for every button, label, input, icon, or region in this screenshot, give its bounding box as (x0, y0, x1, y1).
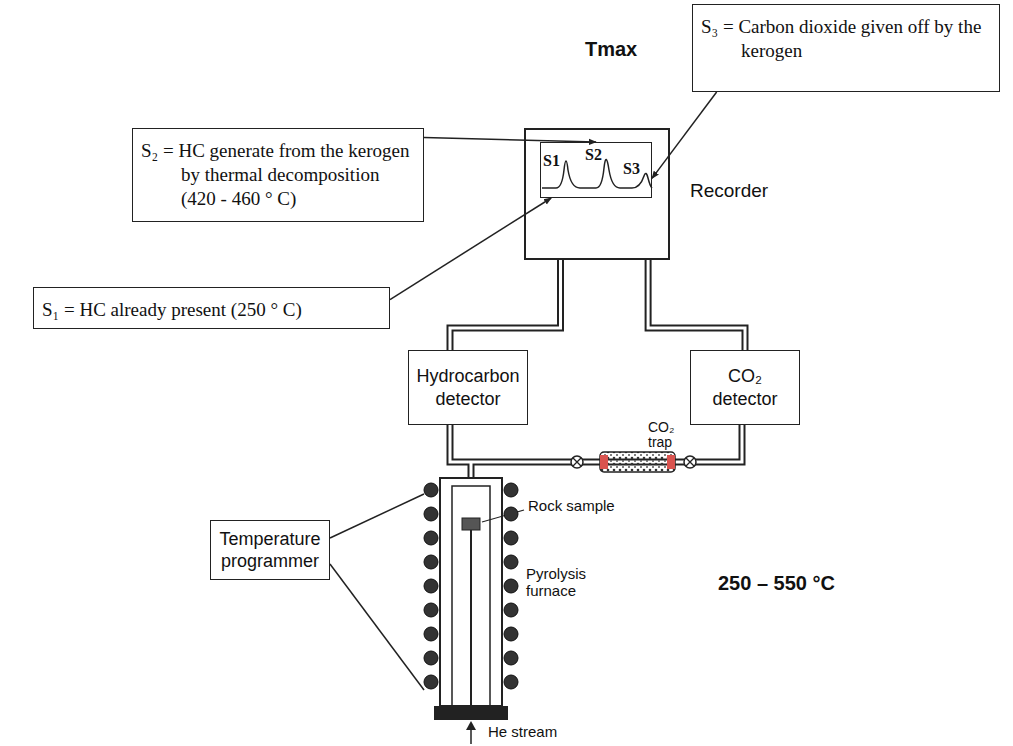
coil-winding (424, 627, 438, 641)
s1-callout-box: S₁ = HC already present (250 ° C) (33, 287, 390, 329)
node-text: S₂ = HC generate from the kerogen by the… (141, 139, 415, 210)
sample-rod (470, 530, 472, 706)
coil-winding (424, 579, 438, 593)
node-text: S₁ = HC already present (250 ° C) (42, 298, 381, 322)
sample-label: Rock sample (528, 498, 615, 515)
recorder-screen: S1 S2S3 (540, 142, 652, 198)
node-text: Recorder (690, 180, 768, 202)
valve (571, 456, 583, 468)
coil-winding (504, 627, 518, 641)
coil-winding (424, 555, 438, 569)
pipe-bore (450, 260, 561, 350)
signal-pipe (450, 260, 561, 350)
gas-pipe-bore (450, 425, 742, 480)
valve (684, 456, 696, 468)
node-text: S3 (623, 161, 640, 177)
node-text: S2 (585, 147, 602, 163)
node-text: CO₂ detector (695, 365, 795, 410)
coil-winding (504, 675, 518, 689)
furnace-body (440, 478, 502, 706)
node-text: S1 (543, 153, 560, 169)
coil-winding (424, 507, 438, 521)
node-text: S₃ = Carbon dioxide given off by the ker… (701, 15, 991, 63)
control-wire (330, 494, 424, 538)
leader-path (652, 92, 717, 178)
signal-pipe (648, 260, 745, 350)
furnace-base (434, 706, 508, 720)
pipe-outline (648, 260, 745, 350)
coil-winding (424, 675, 438, 689)
s3-callout-box: S₃ = Carbon dioxide given off by the ker… (692, 4, 1000, 92)
node-text: Temperature programmer (215, 528, 325, 573)
coil-winding (424, 531, 438, 545)
hc-detector-box: Hydrocarbon detector (408, 350, 528, 425)
trap-label: CO₂ trap (648, 420, 688, 451)
temperature-programmer-box: Temperature programmer (210, 520, 330, 580)
s2-callout-box: S₂ = HC generate from the kerogen by the… (132, 128, 424, 222)
temperature-range-label: 250 – 550 °C (718, 572, 835, 594)
furnace-inner-tube (452, 486, 490, 706)
coil-winding (424, 483, 438, 497)
coil-winding (504, 483, 518, 497)
coil-winding (424, 651, 438, 665)
pipe-bore (648, 260, 745, 350)
co2-detector-box: CO₂ detector (690, 350, 800, 425)
trap-end (600, 455, 608, 469)
coil-winding (504, 507, 518, 521)
gas-label: He stream (488, 724, 557, 741)
coil-winding (504, 579, 518, 593)
recorder-box: S1S2S3Recorder (524, 128, 670, 260)
rock-sample (462, 518, 480, 530)
coil-winding (504, 651, 518, 665)
pipe-outline (450, 260, 561, 350)
heating-coils (424, 483, 518, 689)
control-wire (330, 564, 424, 690)
coil-winding (504, 603, 518, 617)
tmax-label: Tmax (585, 38, 637, 60)
coil-winding (504, 531, 518, 545)
coil-winding (504, 555, 518, 569)
co2-trap (600, 452, 675, 472)
he-arrowhead (466, 721, 476, 730)
trap-end (667, 455, 675, 469)
coil-winding (424, 603, 438, 617)
gas-pipe-outline (450, 425, 742, 480)
leader-arrow (652, 92, 717, 178)
furnace-label: Pyrolysis furnace (526, 566, 610, 599)
node-text: Hydrocarbon detector (413, 365, 523, 410)
